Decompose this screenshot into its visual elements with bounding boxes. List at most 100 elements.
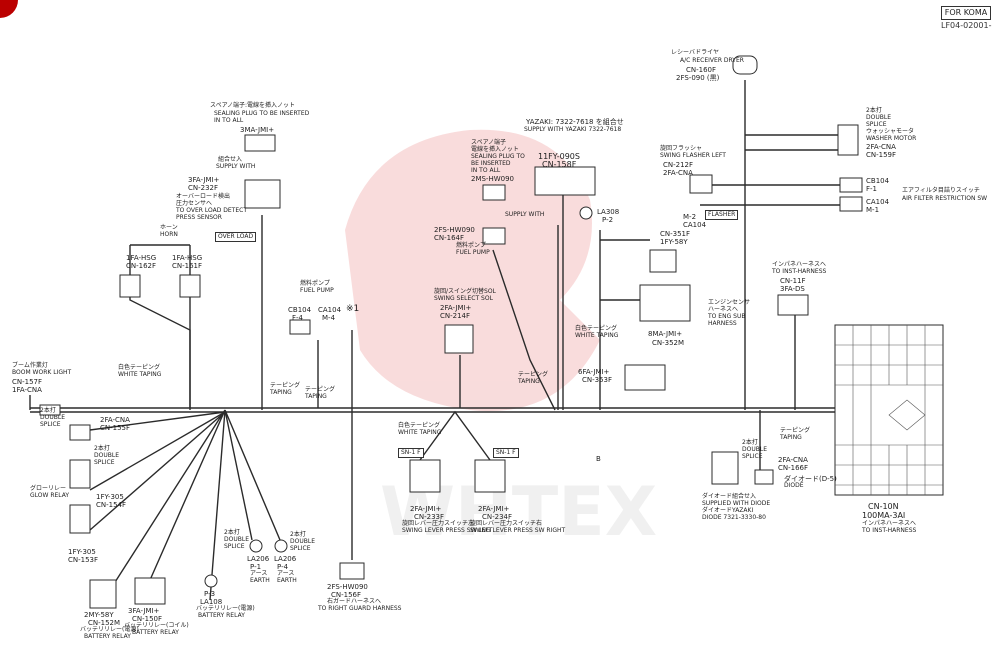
sn-tape-left: SN-1 F [398, 448, 424, 458]
cb104-label: CB104 [866, 177, 890, 185]
plug-mid-en1: SEALING PLUG TO [471, 153, 525, 160]
guard-jp: 右ガードハーネスへ [327, 598, 382, 605]
air-filter-en: AIR FILTER RESTRICTION SW [902, 195, 988, 202]
receiver-label-en: A/C RECEIVER DRYER [680, 57, 744, 64]
la108-label: LA108 [200, 598, 223, 606]
8ma-part: 8MA-JMI+ [648, 330, 683, 338]
earth1-jp2: アース [250, 570, 268, 577]
eng-en1: TO ENG SUB [708, 313, 746, 320]
connector-la206a [249, 539, 263, 553]
overload-part: 3FA-JMI+ [188, 176, 220, 184]
flasher-cn: CN-212F [663, 161, 694, 169]
glow2-part: 1FY-305 [68, 548, 96, 556]
sn-tape-right: SN-1 F [493, 448, 519, 458]
swing-right-en: SWING LEVER PRESS SW RIGHT [470, 527, 566, 534]
diode-yazaki-en: DIODE 7321-3330-80 [702, 514, 766, 521]
la206a-pin: P-1 [250, 563, 262, 571]
connector-receiver [732, 55, 758, 75]
diode-part: 2FA-CNA [778, 456, 808, 464]
bat3-jp: バッテリリレー(電源) [196, 605, 255, 612]
fuse-cn: CN-10N [868, 502, 899, 511]
la308-label: LA308 [597, 208, 620, 216]
8ma-cn: CN-352M [652, 339, 685, 347]
connector-guard [339, 562, 365, 580]
eng-part: 1FY-58Y [660, 238, 688, 246]
guard-part: 2FS-HW090 [327, 583, 368, 591]
taping2-en: TAPING [305, 393, 327, 400]
connector-glow2 [69, 504, 91, 534]
connector-swing-left [409, 459, 441, 493]
swing-right-part: 2FA-JMI+ [478, 505, 510, 513]
connector-eng-big [639, 284, 691, 322]
branch-left-fan [109, 409, 281, 601]
connector-plug-top [244, 134, 276, 152]
connector-cb104 [839, 177, 863, 193]
glow1-cn: CN-154F [96, 501, 127, 509]
splice-left-jp: 2本打 [40, 407, 56, 414]
swing-right-jp: 旋回レバー圧力スイッチ右 [470, 520, 543, 527]
splice-left2-jp: 2本打 [94, 445, 110, 452]
bat2-cn: CN-150F [132, 615, 163, 623]
drawing-code: LF04-02001- [941, 21, 992, 30]
taping1-jp: テーピング [270, 382, 301, 389]
overload-cn: CN-232F [188, 184, 219, 192]
diode-d5: ダイオード(D-5) [784, 475, 837, 483]
bat1-part: 2MY-58Y [84, 611, 114, 619]
la206b-label: LA206 [274, 555, 297, 563]
glow2-cn: CN-153F [68, 556, 99, 564]
la206b-pin: P-4 [277, 563, 289, 571]
wt-mid-en: WHITE TAPING [398, 429, 442, 436]
connector-plug-mid [482, 184, 506, 201]
b-mark: B [596, 455, 601, 463]
connector-fuel [482, 227, 506, 245]
connector-ca104 [839, 196, 863, 212]
bat3-en: BATTERY RELAY [198, 612, 245, 619]
diode-splice-en2: SPLICE [742, 453, 763, 460]
swing-en: SWING SELECT SOL [434, 295, 493, 302]
overload-supply-en: SUPPLY WITH [216, 163, 256, 170]
la108-pin: P-3 [204, 590, 216, 598]
flasher-part: 2FA-CNA [663, 169, 693, 177]
fuel2-ca-pin: M-4 [322, 314, 336, 322]
branch-glow [89, 411, 226, 431]
earth2-jp2: アース [277, 570, 295, 577]
connector-glow1 [69, 459, 91, 489]
fuse-en: TO INST-HARNESS [862, 527, 917, 534]
swing-cn: CN-214F [440, 312, 471, 320]
receiver-label-jp: レシーバドライヤ [671, 49, 719, 56]
wt-left-jp: 白色テーピング [118, 364, 161, 371]
earth1-en1: DOUBLE [224, 536, 249, 543]
diode-cn: CN-166F [778, 464, 809, 472]
taping2-jp: テーピング [305, 386, 336, 393]
6fa-part: 6FA-JMI+ [578, 368, 610, 376]
swing-left-en: SWING LEVER PRESS SW LEFT [402, 527, 493, 534]
main-trunk [30, 407, 835, 413]
diode-supply-en: SUPPLIED WITH DIODE [702, 500, 771, 507]
plug-top-jp: スペアノ端子:電線を挿入ノット [210, 102, 295, 109]
yazaki-cn: CN-158F [542, 160, 577, 169]
connector-battery1 [89, 579, 117, 609]
eng-en2: HARNESS [708, 320, 737, 327]
plug-mid-part: 2MS-HW090 [471, 175, 515, 183]
cb104-pin: F-1 [866, 185, 878, 193]
washer-cn: CN-159F [866, 151, 897, 159]
swing-jp: 旋回/スイング切替SOL [434, 288, 496, 295]
boom-part: 1FA-CNA [12, 386, 42, 394]
branch-horn-left [129, 245, 191, 408]
washer-jp: ウォッシャモータ [866, 128, 915, 135]
connector-washer [837, 124, 859, 156]
swing-left-cn: CN-233F [414, 513, 445, 521]
washer-splice-en2: SPLICE [866, 121, 887, 128]
horn-right-cn: CN-161F [172, 262, 203, 270]
fuel2-cb-pin: F-4 [292, 314, 304, 322]
fuel2-jp: 燃料ポンプ [300, 280, 330, 287]
branch-flasher [700, 184, 840, 206]
inpane-cn: CN-11F [780, 277, 806, 285]
air-filter-jp: エアフィルタ目詰りスイッチ [902, 187, 980, 194]
note-mark: ※1 [346, 304, 360, 314]
horn-left-cn: CN-162F [126, 262, 157, 270]
connector-la206b [274, 539, 288, 553]
eng-cn: CN-351F [660, 230, 691, 238]
guard-cn: CN-156F [331, 591, 362, 599]
